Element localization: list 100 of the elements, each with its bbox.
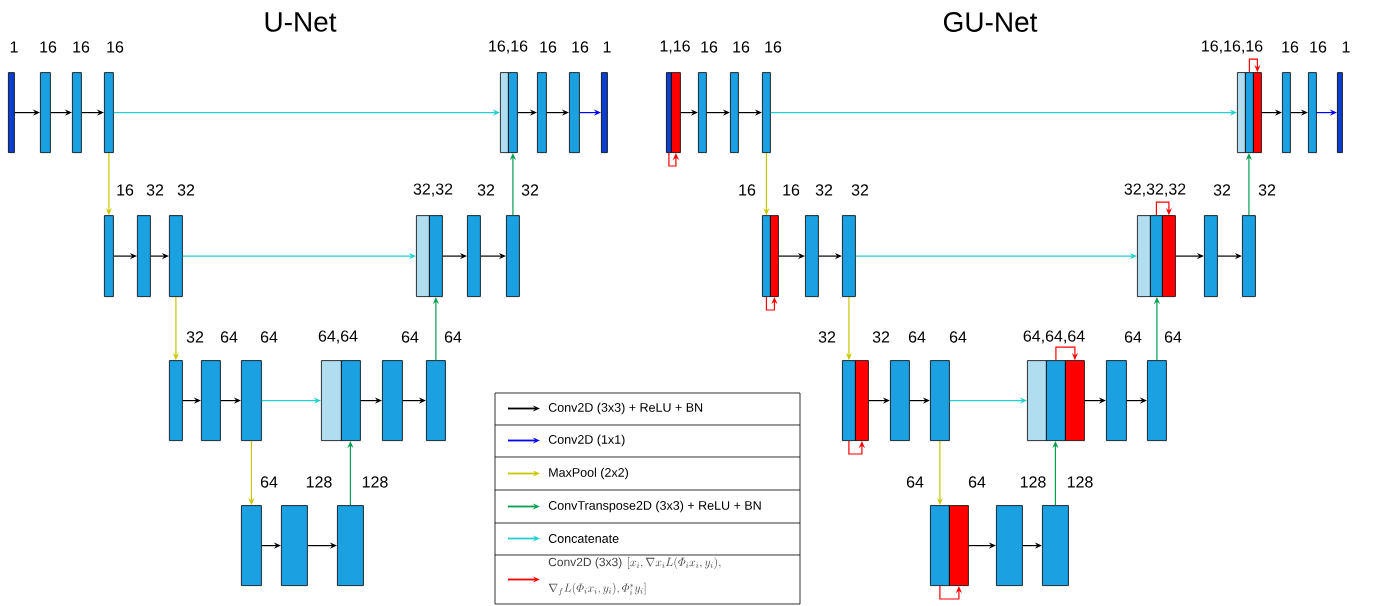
layer-bar xyxy=(104,215,114,297)
loop-arrow xyxy=(848,440,865,455)
channel-count: 16 xyxy=(540,41,557,53)
channel-count: 16 xyxy=(783,184,800,196)
layer-bar xyxy=(930,505,950,586)
layer-bar xyxy=(601,72,608,153)
layer-bar xyxy=(890,360,910,441)
layer-bar xyxy=(341,360,361,441)
layer-bar xyxy=(698,72,707,153)
layer-bar xyxy=(1147,360,1167,441)
layer-bar xyxy=(1245,72,1254,153)
layer-bar xyxy=(762,215,771,297)
channel-count: 16 xyxy=(107,41,124,53)
channel-count: 64 xyxy=(1124,331,1142,343)
channel-count: 32 xyxy=(146,184,164,196)
channel-count: 1 xyxy=(1342,41,1350,53)
arrow xyxy=(432,297,439,361)
layer-bar xyxy=(1027,360,1047,441)
channel-count: 16 xyxy=(733,41,750,53)
channel-count: 64 xyxy=(260,331,278,343)
layer-bar xyxy=(321,360,342,441)
channel-count: 64 xyxy=(968,476,986,488)
channel-count: 16 xyxy=(73,41,90,53)
channel-count: 32 xyxy=(521,184,539,196)
arrow xyxy=(1153,297,1160,361)
channel-count: 16 xyxy=(739,184,756,196)
layer-bar xyxy=(1150,215,1163,297)
layer-bar xyxy=(930,360,950,441)
layer-bar xyxy=(1237,72,1246,153)
layer-bar xyxy=(169,215,183,297)
layer-bar xyxy=(1204,215,1218,297)
title: U-Net xyxy=(265,12,337,32)
channel-count: 64,64 xyxy=(318,330,358,344)
layer-bar xyxy=(104,72,114,153)
legend-text: ConvTranspose2D (3x3) + ReLU + BN xyxy=(548,500,761,513)
arrow xyxy=(509,153,516,216)
layer-bar xyxy=(762,72,771,153)
channel-count: 16 xyxy=(1310,41,1327,53)
layer-bar xyxy=(1162,215,1176,297)
channel-count: 32 xyxy=(1213,184,1231,196)
layer-bar xyxy=(429,215,443,297)
channel-count: 128 xyxy=(1020,476,1046,488)
channel-count: 32 xyxy=(818,331,836,343)
channel-count: 32 xyxy=(1258,184,1276,196)
layer-bar xyxy=(1042,505,1069,586)
channel-count: 64 xyxy=(401,331,419,343)
channel-count: 64 xyxy=(1164,331,1182,343)
channel-count: 32 xyxy=(477,184,495,196)
layer-bar xyxy=(137,215,151,297)
layer-bar xyxy=(416,215,430,297)
layer-bar xyxy=(1282,72,1291,153)
channel-count: 32,32 xyxy=(413,183,453,197)
channel-count: 64 xyxy=(220,331,238,343)
layer-bar xyxy=(537,72,547,153)
layer-bar xyxy=(40,72,51,153)
loop-arrow xyxy=(1055,346,1078,361)
layer-bar xyxy=(508,72,518,153)
channel-count: 64 xyxy=(260,476,278,488)
channel-count: 32 xyxy=(815,184,833,196)
title: GU-Net xyxy=(943,12,1038,32)
channel-count: 16 xyxy=(765,41,782,53)
channel-count: 1 xyxy=(10,41,18,53)
channel-count: 1 xyxy=(603,41,611,53)
loop-arrow xyxy=(1248,58,1261,73)
layer-bar xyxy=(382,360,403,441)
channel-count: 16 xyxy=(572,41,589,53)
channel-count: 16 xyxy=(117,184,134,196)
layer-bar xyxy=(1106,360,1127,441)
channel-count: 64 xyxy=(444,331,462,343)
legend-text: MaxPool (2x2) xyxy=(549,467,628,480)
layer-bar xyxy=(169,360,183,441)
legend-text: Conv2D (3x3) + ReLU + BN xyxy=(548,402,703,415)
channel-count: 16,16 xyxy=(489,40,528,54)
formula: $[x_i, \nabla x_i L(\mathnormal{\Phi}_i x_i, y_i),$ xyxy=(628,557,721,569)
channel-count: 32,32,32 xyxy=(1124,183,1186,197)
loop-arrow xyxy=(1155,201,1172,216)
channel-count: 64 xyxy=(908,331,926,343)
loop-arrow xyxy=(939,585,962,600)
layer-bar xyxy=(1046,360,1066,441)
channel-count: 32 xyxy=(872,331,890,343)
layer-bar xyxy=(996,505,1023,586)
layer-bar xyxy=(8,72,15,153)
loop-arrow xyxy=(668,152,679,167)
layer-bar xyxy=(1065,360,1085,441)
channel-count: 16 xyxy=(701,41,718,53)
legend-text: Concatenate xyxy=(548,534,619,543)
layer-bar xyxy=(426,360,446,441)
layer-bar xyxy=(805,215,819,297)
layer-bar xyxy=(569,72,580,153)
channel-count: 64,64,64 xyxy=(1023,330,1085,344)
layer-bar xyxy=(281,505,308,586)
channel-count: 32 xyxy=(186,331,204,343)
layer-bar xyxy=(506,215,520,297)
layer-bar xyxy=(949,505,969,586)
layer-bar xyxy=(730,72,739,153)
layer-bar xyxy=(72,72,82,153)
channel-count: 16,16,16 xyxy=(1202,40,1263,54)
layer-bar xyxy=(500,72,509,153)
layer-bar xyxy=(1137,215,1151,297)
layer-bar xyxy=(467,215,481,297)
